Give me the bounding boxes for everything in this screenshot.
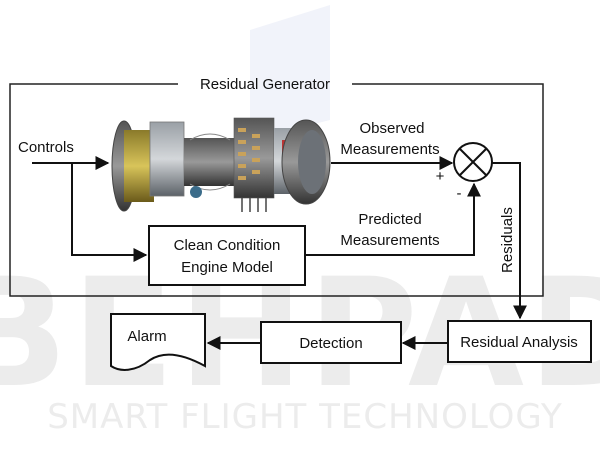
watermark-shape	[250, 5, 330, 140]
controls-label: Controls	[18, 139, 74, 156]
detection-block[interactable]: Detection	[260, 321, 402, 364]
detection-label: Detection	[299, 335, 362, 352]
residual-analysis-label: Residual Analysis	[460, 334, 578, 351]
residuals-arrow	[492, 162, 527, 320]
residual-generator-group: Residual Generator	[9, 76, 544, 297]
predicted-arrow	[305, 182, 481, 256]
observed-label-line1: Observed	[359, 120, 424, 137]
plus-sign: +	[436, 168, 445, 185]
summing-junction	[453, 142, 493, 182]
engine-image	[111, 117, 331, 212]
predicted-label-line2: Measurements	[340, 232, 439, 249]
controls-to-model-arrow	[71, 163, 148, 262]
watermark-tagline: SMART FLIGHT TECHNOLOGY	[47, 397, 563, 437]
residual-generator-frame	[9, 83, 544, 297]
minus-sign: -	[457, 185, 462, 202]
predicted-label-line1: Predicted	[358, 211, 421, 228]
alarm-label: Alarm	[127, 328, 166, 345]
observed-label-line2: Measurements	[340, 141, 439, 158]
engine-model-label-line2: Engine Model	[181, 259, 273, 276]
engine-model-label-line1: Clean Condition	[174, 237, 281, 254]
alarm-block[interactable]: Alarm	[110, 313, 206, 371]
engine-model-block[interactable]: Clean Condition Engine Model	[148, 225, 306, 286]
residual-generator-label: Residual Generator	[200, 76, 330, 93]
residuals-label: Residuals	[499, 207, 516, 273]
residual-analysis-block[interactable]: Residual Analysis	[447, 320, 592, 363]
